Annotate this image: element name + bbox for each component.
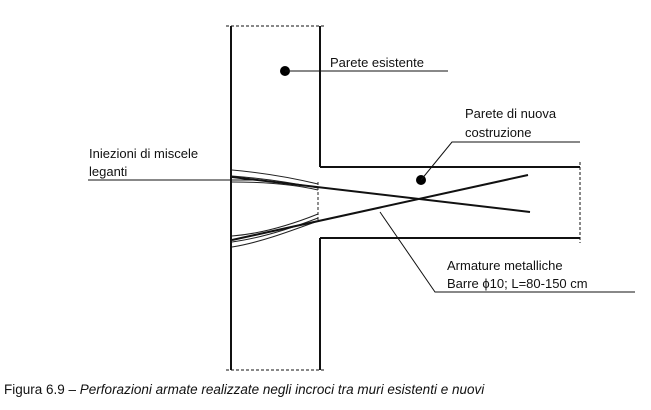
rebar-label-line1: Armature metalliche <box>447 258 563 273</box>
new-wall <box>320 166 580 239</box>
existing-wall-break-lines <box>226 25 326 371</box>
caption-text: Perforazioni armate realizzate negli inc… <box>80 382 485 397</box>
leader-lines <box>88 70 635 293</box>
new-wall-label-line1: Parete di nuova <box>465 106 557 121</box>
rebars <box>231 174 531 241</box>
existing-wall <box>230 26 321 370</box>
new-wall-label-line2: costruzione <box>465 125 531 140</box>
rebar-lower-to-upper <box>231 174 529 241</box>
injections-label-line2: leganti <box>89 164 127 179</box>
existing-wall-label: Parete esistente <box>330 55 424 70</box>
figure-caption: Figura 6.9 – Perforazioni armate realizz… <box>4 382 485 397</box>
new-wall-leader <box>420 141 580 181</box>
rebar-label-line2: Barre ϕ10; L=80-150 cm <box>447 276 588 291</box>
injections-label-line1: Iniezioni di miscele <box>89 146 198 161</box>
rebar-upper-to-lower <box>231 176 531 213</box>
rebar-leader <box>379 211 635 293</box>
caption-prefix: Figura 6.9 – <box>4 382 80 397</box>
